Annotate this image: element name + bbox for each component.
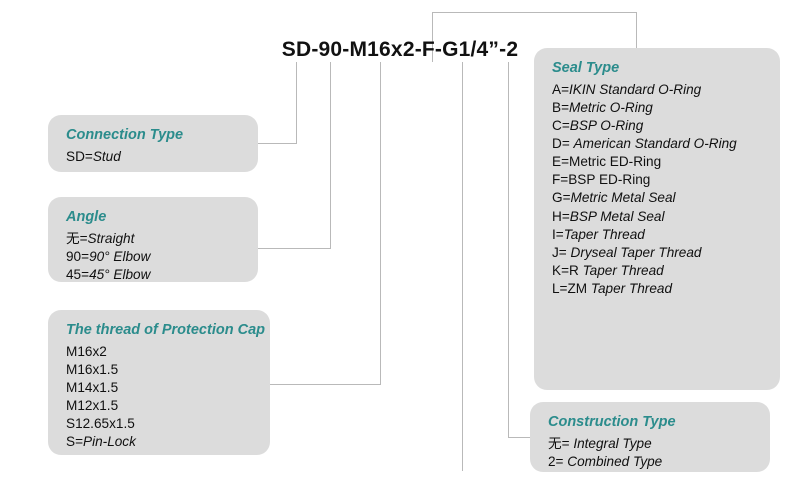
list-item: H=BSP Metal Seal xyxy=(552,208,665,224)
callout-angle-title: Angle xyxy=(66,209,107,225)
callout-connection-type-title: Connection Type xyxy=(66,127,184,143)
list-item: M16x1.5 xyxy=(66,361,119,377)
list-item: 90=90° Elbow xyxy=(66,248,151,264)
leader-protection-cap-riser xyxy=(380,62,381,385)
callout-seal-type: Seal Type A=IKIN Standard O-Ring B=Metri… xyxy=(534,48,780,390)
list-item: I=Taper Thread xyxy=(552,226,645,242)
list-item: E=Metric ED-Ring xyxy=(552,154,662,170)
callout-seal-type-title: Seal Type xyxy=(552,60,620,76)
leader-construction-type-arm xyxy=(508,437,543,438)
leader-angle-riser xyxy=(330,62,331,249)
list-item: SD=Stud xyxy=(66,148,121,164)
list-item: M12x1.5 xyxy=(66,397,119,413)
list-item: 45=45° Elbow xyxy=(66,266,151,282)
list-item: 2= Combined Type xyxy=(548,453,663,469)
list-item: 无= Integral Type xyxy=(548,435,652,451)
leader-seal-type-riser xyxy=(432,12,433,62)
leader-protection-cap-arm xyxy=(258,384,381,385)
list-item: S12.65x1.5 xyxy=(66,416,135,432)
callout-protection-cap-thread-list: M16x2 M16x1.5 M14x1.5 M12x1.5 S12.65x1.5… xyxy=(66,343,256,452)
list-item: C=BSP O-Ring xyxy=(552,117,644,133)
leader-seal-type-drop xyxy=(636,12,637,50)
callout-protection-cap-thread: The thread of Protection Cap M16x2 M16x1… xyxy=(48,310,270,455)
list-item: A=IKIN Standard O-Ring xyxy=(552,81,702,97)
part-number: SD-90-M16x2-F-G1/4”-2 xyxy=(281,38,519,61)
leader-seal-type-top xyxy=(432,12,637,13)
leader-angle-arm xyxy=(258,248,331,249)
list-item: B=Metric O-Ring xyxy=(552,99,653,115)
leader-connection-type-riser xyxy=(296,62,297,144)
list-item: M14x1.5 xyxy=(66,379,119,395)
callout-connection-type-list: SD=Stud xyxy=(66,148,244,166)
list-item: L=ZM Taper Thread xyxy=(552,281,673,297)
callout-construction-type-list: 无= Integral Type 2= Combined Type xyxy=(548,435,756,471)
callout-construction-type: Construction Type 无= Integral Type 2= Co… xyxy=(530,402,770,472)
list-item: K=R Taper Thread xyxy=(552,262,664,278)
list-item: 无=Straight xyxy=(66,230,135,246)
callout-angle-list: 无=Straight 90=90° Elbow 45=45° Elbow xyxy=(66,230,244,284)
callout-connection-type: Connection Type SD=Stud xyxy=(48,115,258,172)
list-item: M16x2 xyxy=(66,343,107,359)
callout-construction-type-title: Construction Type xyxy=(548,414,676,430)
callout-protection-cap-thread-title: The thread of Protection Cap xyxy=(66,322,265,338)
callout-seal-type-list: A=IKIN Standard O-Ring B=Metric O-Ring C… xyxy=(552,81,766,299)
callout-angle: Angle 无=Straight 90=90° Elbow 45=45° Elb… xyxy=(48,197,258,282)
leader-connection-type-arm xyxy=(258,143,297,144)
leader-construction-type-riser xyxy=(508,62,509,438)
list-item: G=Metric Metal Seal xyxy=(552,190,676,206)
list-item: D= American Standard O-Ring xyxy=(552,135,737,151)
list-item: S=Pin-Lock xyxy=(66,434,136,450)
list-item: J= Dryseal Taper Thread xyxy=(552,244,702,260)
list-item: F=BSP ED-Ring xyxy=(552,172,651,188)
leader-thread-size-tick xyxy=(462,62,463,471)
